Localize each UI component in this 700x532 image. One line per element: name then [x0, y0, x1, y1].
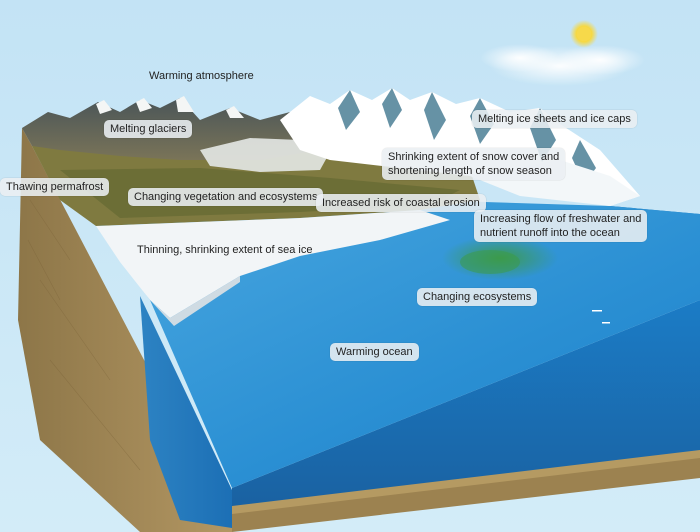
sun-core	[577, 27, 591, 41]
label-freshwater-line1: Increasing flow of freshwater and	[480, 212, 641, 226]
label-sea-ice: Thinning, shrinking extent of sea ice	[137, 243, 313, 257]
algae-bloom-inner	[460, 250, 520, 274]
label-freshwater-runoff: Increasing flow of freshwater and nutrie…	[474, 210, 647, 242]
label-changing-vegetation: Changing vegetation and ecosystems	[128, 188, 323, 206]
label-warming-atmosphere: Warming atmosphere	[149, 69, 254, 83]
label-warming-ocean: Warming ocean	[330, 343, 419, 361]
label-coastal-erosion: Increased risk of coastal erosion	[316, 194, 486, 212]
label-thawing-permafrost: Thawing permafrost	[0, 178, 109, 196]
label-melting-ice-sheets: Melting ice sheets and ice caps	[472, 110, 637, 128]
label-snow-cover-line1: Shrinking extent of snow cover and	[388, 150, 559, 164]
label-changing-ecosystems: Changing ecosystems	[417, 288, 537, 306]
label-snow-cover-line2: shortening length of snow season	[388, 164, 559, 178]
label-freshwater-line2: nutrient runoff into the ocean	[480, 226, 641, 240]
label-melting-glaciers: Melting glaciers	[104, 120, 192, 138]
label-snow-cover: Shrinking extent of snow cover and short…	[382, 148, 565, 180]
